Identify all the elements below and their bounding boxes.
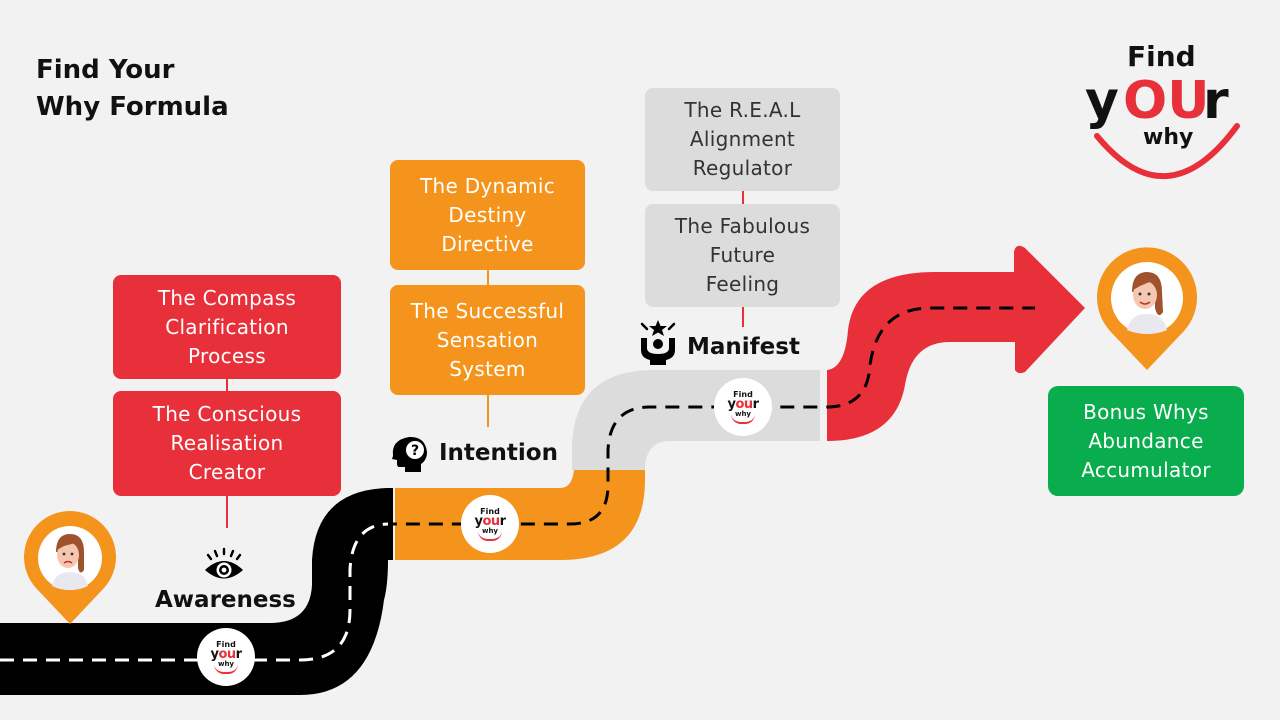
road-segment-intention bbox=[395, 470, 645, 560]
start-location-pin bbox=[22, 510, 118, 626]
svg-text:OU: OU bbox=[1123, 71, 1209, 131]
awareness-box-1: The Compass Clarification Process bbox=[113, 275, 341, 379]
svg-text:y: y bbox=[1085, 71, 1119, 131]
person-star-icon bbox=[638, 318, 678, 366]
awareness-connector-2 bbox=[226, 496, 228, 528]
stage-label-intention: Intention bbox=[439, 440, 558, 466]
eye-icon bbox=[202, 547, 246, 583]
title-line-2: Why Formula bbox=[36, 92, 229, 122]
road-segment-awareness bbox=[0, 488, 393, 695]
bonus-box: Bonus Whys Abundance Accumulator bbox=[1048, 386, 1244, 496]
svg-text:Find: Find bbox=[1127, 40, 1196, 73]
intention-box-2: The Successful Sensation System bbox=[390, 285, 585, 395]
smile-icon bbox=[214, 664, 238, 674]
head-question-icon: ? bbox=[389, 434, 433, 474]
end-location-pin bbox=[1095, 246, 1199, 372]
intention-connector-1 bbox=[487, 270, 489, 285]
road-logo-awareness: Find your why bbox=[197, 628, 255, 686]
manifest-connector-1 bbox=[742, 191, 744, 204]
find-your-why-logo: Find y OU r why bbox=[1085, 36, 1250, 186]
stage-label-manifest: Manifest bbox=[687, 334, 800, 360]
awareness-connector-1 bbox=[226, 379, 228, 391]
road-segment-arrow bbox=[827, 245, 1085, 441]
stage-label-awareness: Awareness bbox=[155, 587, 296, 613]
smile-icon bbox=[731, 414, 755, 424]
svg-text:?: ? bbox=[411, 443, 419, 459]
intention-box-1: The Dynamic Destiny Directive bbox=[390, 160, 585, 270]
svg-text:r: r bbox=[1203, 71, 1229, 131]
smile-icon bbox=[1094, 123, 1240, 180]
title-line-1: Find Your bbox=[36, 55, 175, 85]
happy-woman-avatar bbox=[1127, 272, 1167, 334]
smile-icon bbox=[478, 531, 502, 541]
page-title: Find Your Why Formula bbox=[36, 52, 229, 126]
road-logo-manifest: Find your why bbox=[714, 378, 772, 436]
manifest-box-2: The Fabulous Future Feeling bbox=[645, 204, 840, 307]
awareness-box-2: The Conscious Realisation Creator bbox=[113, 391, 341, 496]
sad-woman-avatar bbox=[52, 534, 88, 590]
manifest-box-1: The R.E.A.L Alignment Regulator bbox=[645, 88, 840, 191]
manifest-connector-2 bbox=[742, 307, 744, 327]
svg-text:why: why bbox=[1143, 125, 1193, 150]
intention-connector-2 bbox=[487, 395, 489, 427]
road-logo-intention: Find your why bbox=[461, 495, 519, 553]
